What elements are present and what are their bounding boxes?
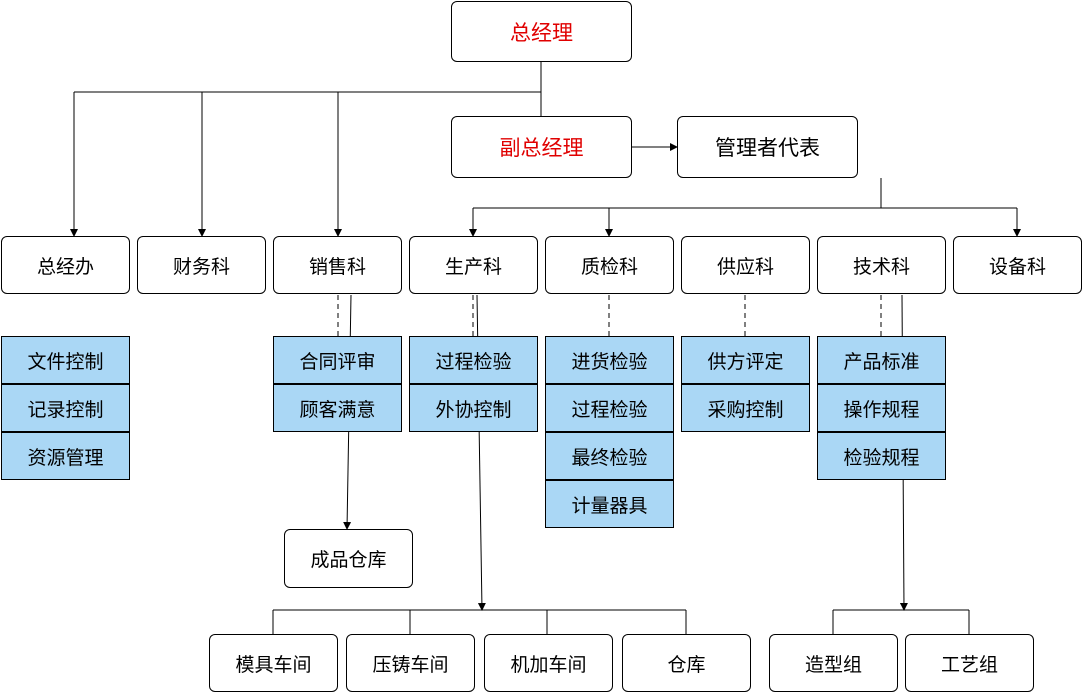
sales-item: 顾客满意 (273, 384, 402, 432)
tech-group-box: 造型组 (769, 634, 898, 692)
quality-item: 过程检验 (545, 384, 674, 432)
management-rep-box: 管理者代表 (677, 116, 858, 178)
workshop-box: 机加车间 (484, 634, 613, 692)
dept-equipment: 设备科 (953, 236, 1082, 294)
dept-technology: 技术科 (817, 236, 946, 294)
quality-item: 计量器具 (545, 480, 674, 528)
tech-item: 产品标准 (817, 336, 946, 384)
production-item: 外协控制 (409, 384, 538, 432)
dept-production: 生产科 (409, 236, 538, 294)
tech-item: 检验规程 (817, 432, 946, 480)
quality-item: 进货检验 (545, 336, 674, 384)
general-manager-box: 总经理 (451, 1, 632, 62)
tech-item: 操作规程 (817, 384, 946, 432)
supply-item: 供方评定 (681, 336, 810, 384)
tech-group-box: 工艺组 (905, 634, 1034, 692)
office-item: 资源管理 (1, 432, 130, 480)
production-item: 过程检验 (409, 336, 538, 384)
office-item: 记录控制 (1, 384, 130, 432)
workshop-box: 模具车间 (209, 634, 338, 692)
dept-supply: 供应科 (681, 236, 810, 294)
warehouse-box: 仓库 (622, 634, 751, 692)
finished-goods-box: 成品仓库 (284, 529, 413, 588)
office-item: 文件控制 (1, 336, 130, 384)
quality-item: 最终检验 (545, 432, 674, 480)
dept-sales: 销售科 (273, 236, 402, 294)
dept-office: 总经办 (1, 236, 130, 294)
deputy-manager-box: 副总经理 (451, 116, 632, 178)
workshop-box: 压铸车间 (346, 634, 475, 692)
sales-item: 合同评审 (273, 336, 402, 384)
supply-item: 采购控制 (681, 384, 810, 432)
dept-finance: 财务科 (137, 236, 266, 294)
dept-quality: 质检科 (545, 236, 674, 294)
